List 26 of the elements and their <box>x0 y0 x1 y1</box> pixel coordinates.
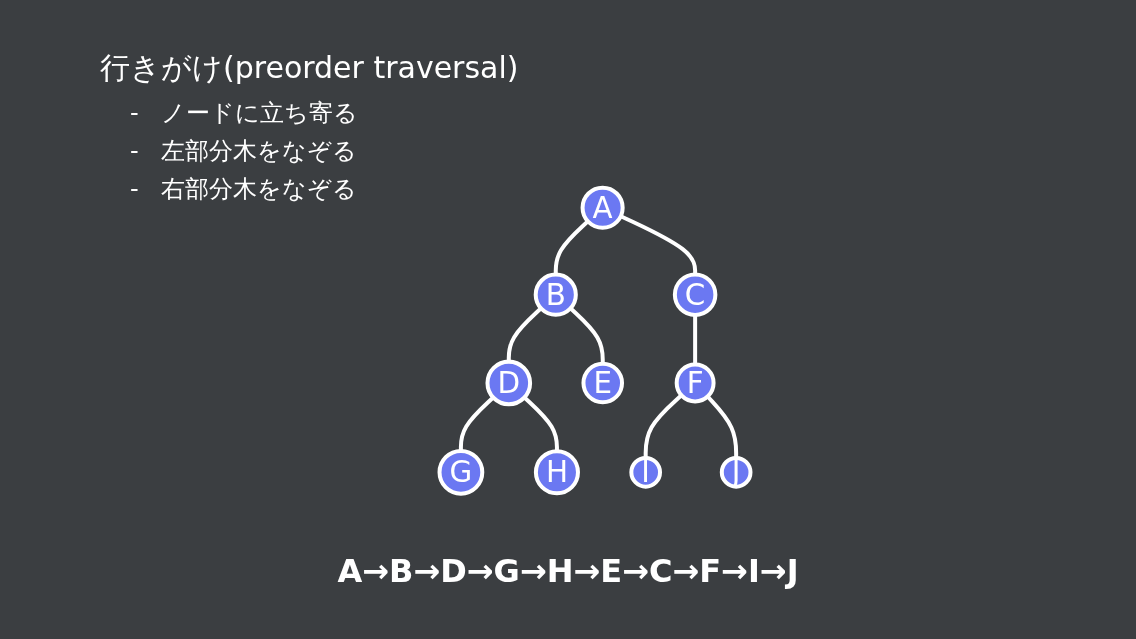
connector <box>693 314 698 365</box>
node-circle <box>672 272 718 317</box>
node-circle <box>581 361 624 405</box>
connector <box>458 396 495 451</box>
node-circle <box>629 456 662 489</box>
bullet-dash: - <box>130 98 139 129</box>
connector <box>569 306 605 364</box>
bullet-dash: - <box>130 136 139 167</box>
list-item: ノードに立ち寄る <box>160 98 358 129</box>
connector <box>553 219 590 275</box>
caption: A→B→D→G→H→E→C→F→I→J <box>336 552 800 590</box>
list-item: 右部分木をなぞる <box>160 174 357 205</box>
connector <box>643 393 683 458</box>
connector <box>523 395 559 452</box>
connector <box>506 306 543 362</box>
node-circle <box>580 185 625 230</box>
node-circle <box>533 272 578 317</box>
bullet-dash: - <box>130 174 139 205</box>
node-circle <box>485 359 533 407</box>
connector <box>706 395 739 458</box>
node-circle <box>437 448 485 496</box>
node-circle <box>674 362 716 404</box>
title: 行きがけ(preorder traversal) <box>100 49 519 87</box>
list-item: 左部分木をなぞる <box>160 136 357 167</box>
node-circle <box>533 449 580 496</box>
node-circle <box>719 456 753 489</box>
